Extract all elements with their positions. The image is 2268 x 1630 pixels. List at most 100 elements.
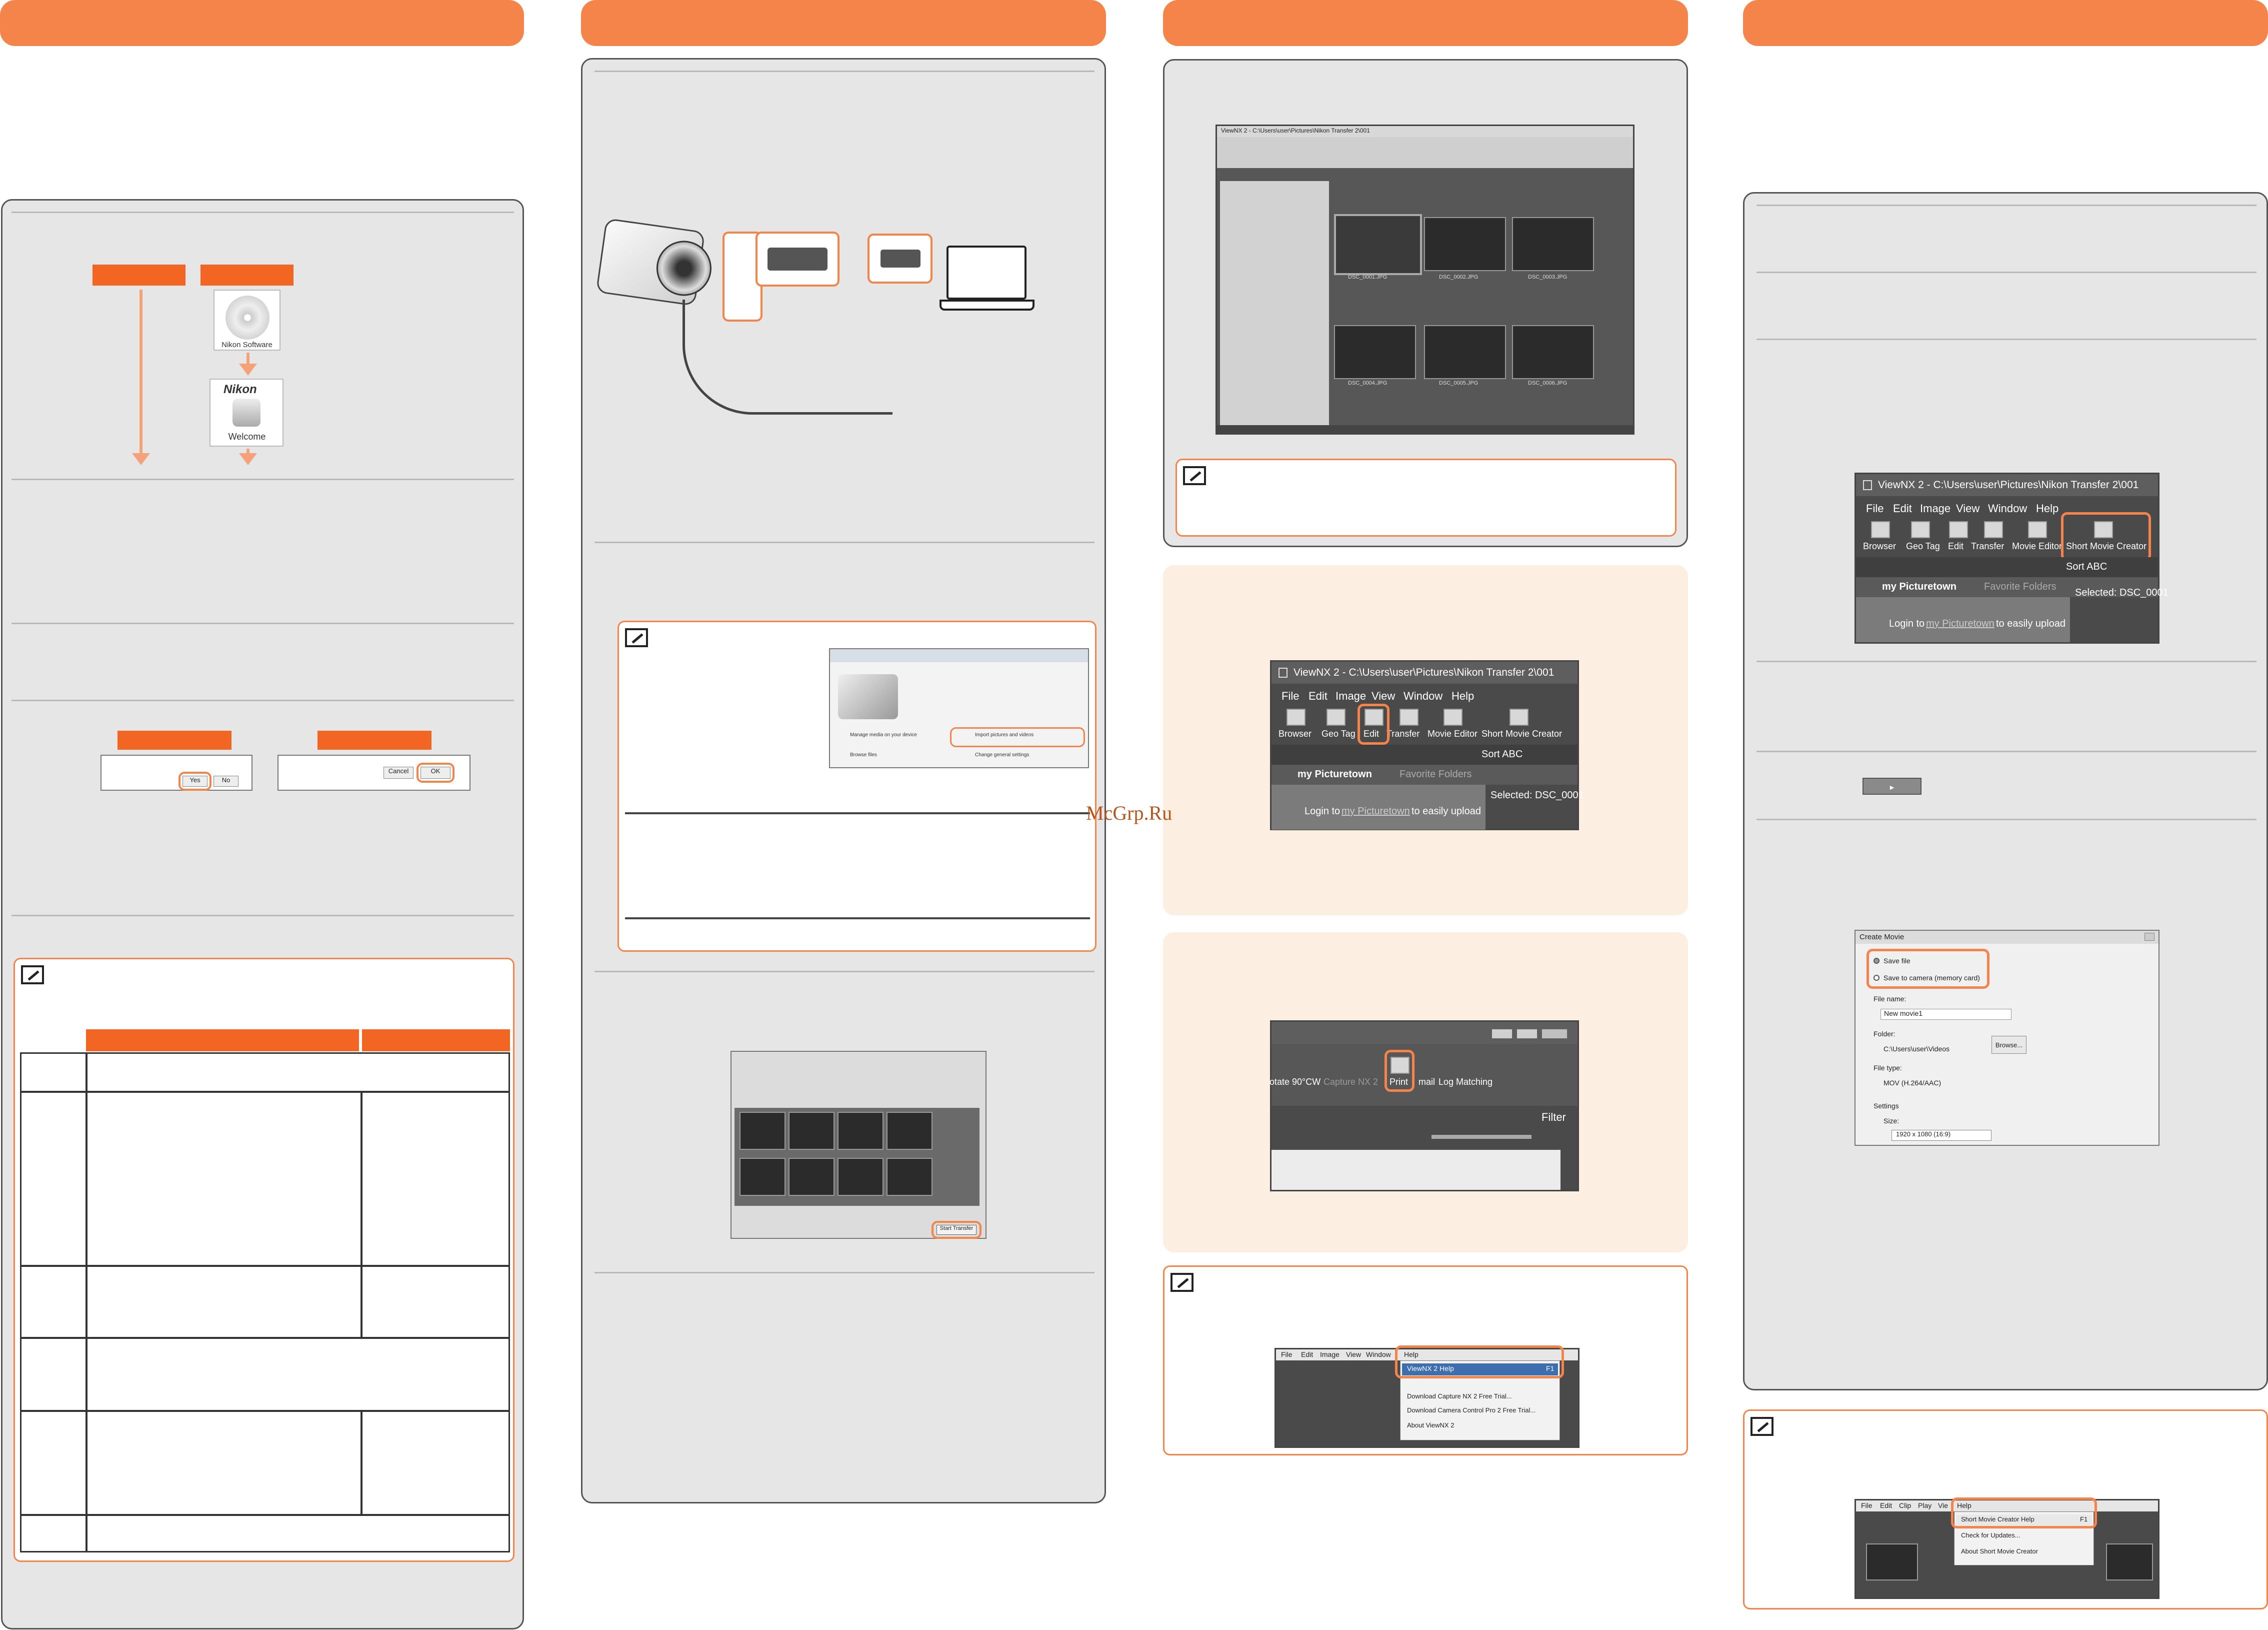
photo-thumbnail[interactable]	[788, 1158, 834, 1196]
tab-favorite-folders[interactable]: Favorite Folders	[1984, 581, 2056, 592]
toolbar-movie-editor[interactable]: Movie Editor	[2012, 541, 2062, 551]
menu-window[interactable]: Window	[1988, 502, 2028, 515]
tab-my-picturetown[interactable]: my Picturetown	[1298, 769, 1372, 780]
sort-label[interactable]: Sort ABC	[1482, 749, 1523, 760]
menu-file[interactable]: File	[1866, 502, 1884, 515]
cancel-button[interactable]: Cancel	[384, 767, 414, 779]
menu-image[interactable]: Image	[1336, 690, 1366, 702]
menu-image[interactable]: Image	[1920, 502, 1951, 515]
smc-about[interactable]: About Short Movie Creator	[1961, 1547, 2038, 1555]
smc-check-updates[interactable]: Check for Updates...	[1961, 1531, 2020, 1539]
dialog-title-bar	[1856, 931, 2158, 944]
photo-thumbnail[interactable]	[1424, 325, 1506, 379]
photo-thumbnail[interactable]	[740, 1158, 786, 1196]
toolbar-rotate[interactable]: otate 90°CW	[1270, 1077, 1321, 1087]
secondary-toolbar	[1856, 557, 2158, 577]
menu-help[interactable]: Help	[1404, 1350, 1418, 1358]
photo-thumbnail[interactable]	[886, 1158, 932, 1196]
login-link[interactable]: my Picturetown	[1342, 806, 1410, 817]
play-button[interactable]: ►	[1862, 778, 1922, 795]
smc-menu-clip[interactable]: Clip	[1899, 1501, 1912, 1509]
toolbar-geotag[interactable]: Geo Tag	[1322, 729, 1356, 739]
tab-favorite-folders[interactable]: Favorite Folders	[1400, 769, 1472, 780]
short-movie-creator-highlight	[2061, 512, 2151, 561]
tab-my-picturetown[interactable]: my Picturetown	[1882, 581, 1956, 592]
menu-file[interactable]: File	[1282, 690, 1300, 702]
smc-menu-play[interactable]: Play	[1918, 1501, 1932, 1509]
photo-thumbnail[interactable]	[838, 1112, 884, 1150]
menu-edit[interactable]: Edit	[1308, 690, 1328, 702]
menu-edit[interactable]: Edit	[1301, 1350, 1314, 1358]
photo-thumbnail[interactable]	[788, 1112, 834, 1150]
save-file-label: Save file	[1884, 957, 1910, 965]
toolbar-transfer[interactable]: Transfer	[1971, 541, 2004, 551]
photo-thumbnail[interactable]	[1334, 325, 1416, 379]
menu-file[interactable]: File	[1281, 1350, 1292, 1358]
toolbar-edit[interactable]: Edit	[1948, 541, 1964, 551]
help-viewnx-help[interactable]: ViewNX 2 Help	[1407, 1364, 1454, 1372]
smc-help-item[interactable]: Short Movie Creator Help	[1961, 1515, 2034, 1523]
smc-menu-edit[interactable]: Edit	[1880, 1501, 1892, 1509]
col4-header-bar	[1743, 0, 2268, 46]
device-stage-import[interactable]: Import pictures and videos	[975, 732, 1034, 738]
smc-menu-help[interactable]: Help	[1957, 1501, 1972, 1509]
toolbar-filter[interactable]: Filter	[1542, 1111, 1566, 1123]
photo-thumbnail[interactable]	[740, 1112, 786, 1150]
size-select[interactable]: 1920 x 1080 (16:9)	[1892, 1130, 1992, 1141]
menu-window[interactable]: Window	[1366, 1350, 1391, 1358]
toolbar-transfer[interactable]: Transfer	[1386, 729, 1420, 739]
photo-thumbnail-selected[interactable]	[1334, 214, 1422, 275]
no-button[interactable]: No	[214, 776, 238, 787]
menu-image[interactable]: Image	[1320, 1350, 1340, 1358]
menu-help[interactable]: Help	[2036, 502, 2059, 515]
minimize-icon[interactable]	[1492, 1029, 1512, 1039]
toolbar-movie-editor[interactable]: Movie Editor	[1428, 729, 1478, 739]
help-download-capture[interactable]: Download Capture NX 2 Free Trial...	[1407, 1392, 1512, 1400]
device-stage-browse[interactable]: Browse files	[850, 752, 877, 758]
device-stage-change[interactable]: Change general settings	[975, 752, 1030, 758]
menu-view[interactable]: View	[1956, 502, 1980, 515]
maximize-icon[interactable]	[1516, 1029, 1538, 1039]
radio-save-file[interactable]	[1874, 958, 1880, 964]
menu-edit[interactable]: Edit	[1893, 502, 1912, 515]
file-name-input[interactable]: New movie1	[1880, 1009, 2012, 1020]
help-download-camera[interactable]: Download Camera Control Pro 2 Free Trial…	[1407, 1406, 1536, 1414]
photo-thumbnail[interactable]	[1512, 217, 1594, 271]
smc-menu-view[interactable]: Vie	[1938, 1501, 1948, 1509]
menu-view[interactable]: View	[1346, 1350, 1362, 1358]
photo-thumbnail[interactable]	[838, 1158, 884, 1196]
radio-save-camera[interactable]	[1874, 975, 1880, 981]
ok-button[interactable]: OK	[420, 767, 450, 779]
toolbar-browser[interactable]: Browser	[1278, 729, 1312, 739]
close-icon[interactable]	[1542, 1029, 1568, 1039]
toolbar-short-movie-creator[interactable]: Short Movie Creator	[1482, 729, 1562, 739]
close-icon[interactable]	[2144, 933, 2154, 941]
device-stage-manage[interactable]: Manage media on your device	[850, 732, 917, 738]
photo-thumbnail[interactable]	[1512, 325, 1594, 379]
toolbar-capture-nx[interactable]: Capture NX 2	[1324, 1077, 1378, 1087]
toolbar-edit[interactable]: Edit	[1364, 729, 1380, 739]
menu-help[interactable]: Help	[1452, 690, 1474, 702]
create-movie-dialog: Create Movie Save file Save to camera (m…	[1854, 930, 2160, 1146]
toolbar-short-movie-creator[interactable]: Short Movie Creator	[2066, 541, 2147, 551]
sort-label[interactable]: Sort ABC	[2066, 561, 2108, 572]
help-about[interactable]: About ViewNX 2	[1407, 1421, 1454, 1429]
smc-menu-file[interactable]: File	[1861, 1501, 1872, 1509]
menu-window[interactable]: Window	[1404, 690, 1443, 702]
login-link[interactable]: my Picturetown	[1926, 618, 1994, 629]
print-highlight	[1384, 1050, 1414, 1092]
menu-view[interactable]: View	[1372, 690, 1396, 702]
browse-button[interactable]: Browse...	[1992, 1036, 2026, 1054]
clip-thumbnail[interactable]	[2106, 1543, 2153, 1580]
zoom-slider[interactable]	[1432, 1135, 1532, 1139]
clip-thumbnail[interactable]	[1866, 1543, 1918, 1580]
toolbar-print[interactable]: Print	[1390, 1077, 1408, 1087]
toolbar-geotag[interactable]: Geo Tag	[1906, 541, 1940, 551]
toolbar-log-matching[interactable]: Log Matching	[1438, 1077, 1493, 1087]
toolbar-email[interactable]: mail	[1418, 1077, 1436, 1087]
photo-thumbnail[interactable]	[1424, 217, 1506, 271]
photo-thumbnail[interactable]	[886, 1112, 932, 1150]
toolbar-browser[interactable]: Browser	[1863, 541, 1896, 551]
yes-button[interactable]: Yes	[182, 776, 208, 787]
start-transfer-button[interactable]: Start Transfer	[936, 1225, 976, 1235]
